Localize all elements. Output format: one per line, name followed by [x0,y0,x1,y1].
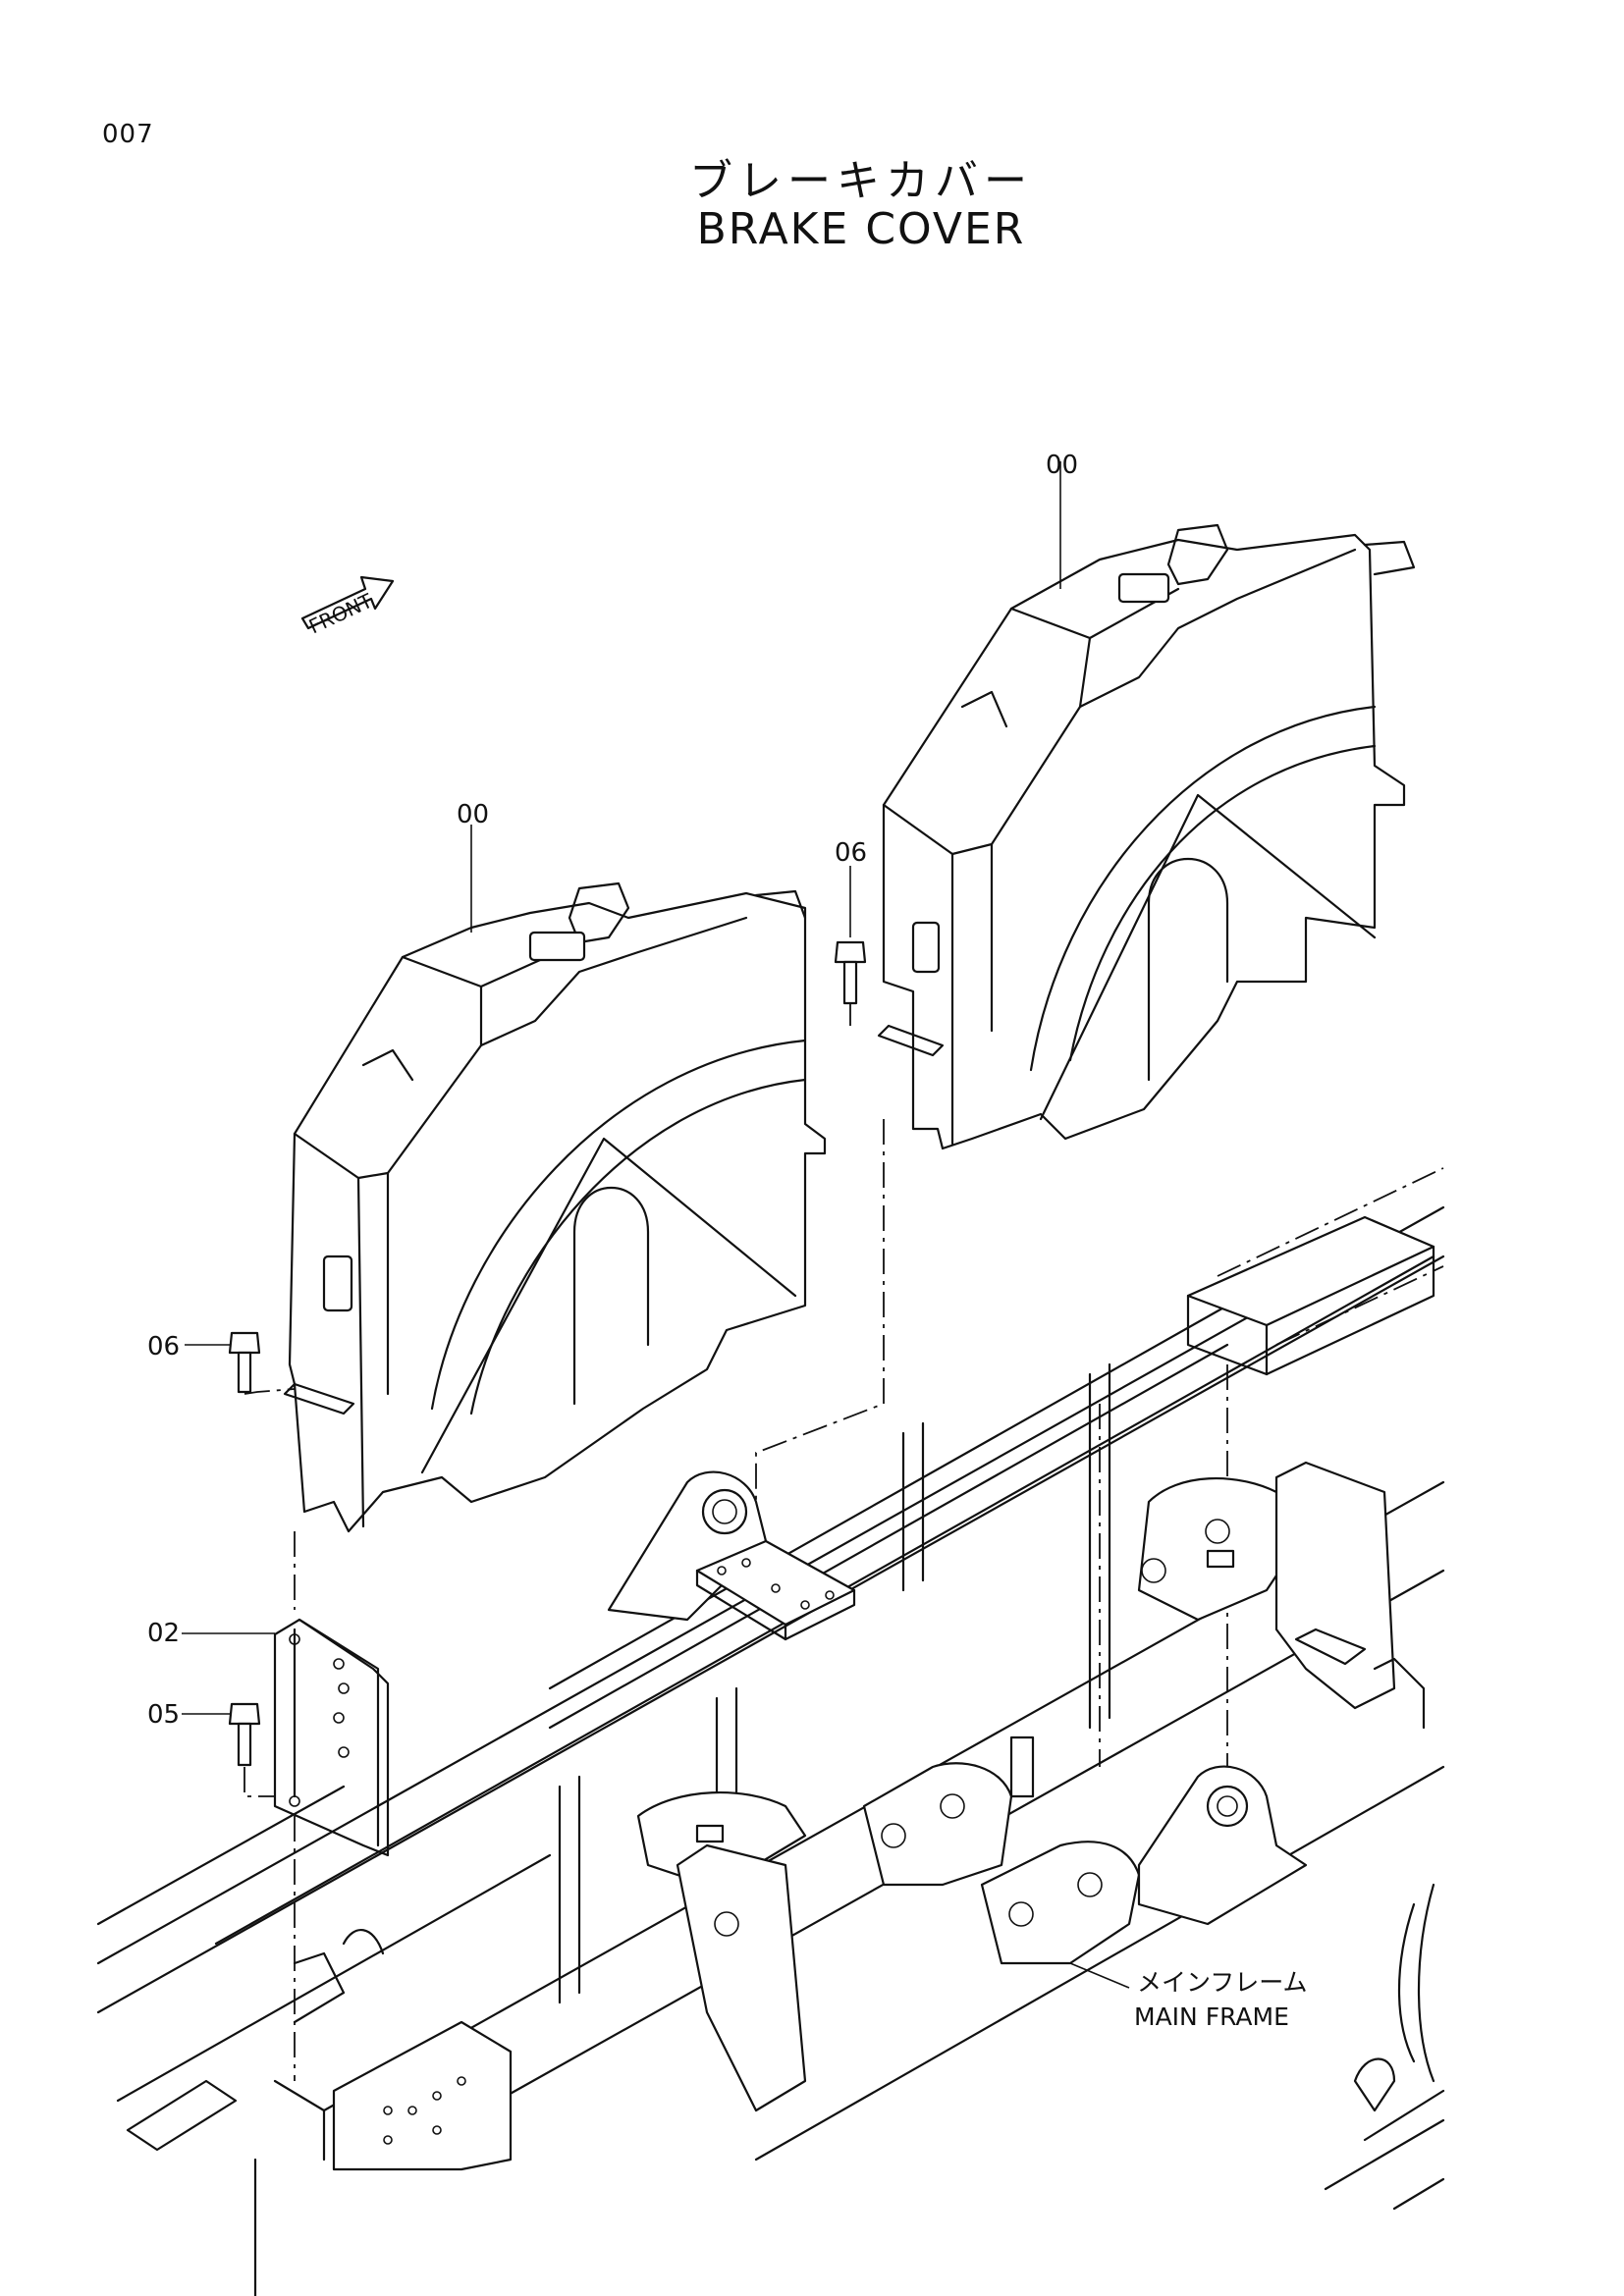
bolt-bracket-icon: 05 [147,1700,275,1797]
callout-bolt-left: 06 [147,1332,180,1362]
callout-cover-right: 00 [1046,451,1078,480]
main-frame [96,1167,1445,2296]
bolt-left-icon: 06 [147,1331,296,1395]
callout-bolt-upper-right: 06 [835,838,867,868]
main-frame-label-en: MAIN FRAME [1134,2002,1289,2031]
brake-cover-right: 00 [877,451,1416,1150]
front-label: FRONT [305,588,377,638]
callout-bolt-bracket: 05 [147,1700,180,1730]
page-number: 007 [102,120,154,149]
bolt-upper-right-icon: 06 [834,838,867,1026]
brake-cover-left: 00 [283,800,827,1533]
main-frame-label-jp: メインフレーム [1137,1968,1308,1997]
bracket: 02 [147,1531,390,2081]
callout-bracket: 02 [147,1619,180,1648]
front-arrow-icon: FRONT [300,575,395,638]
callout-cover-left: 00 [457,800,489,829]
title-english: BRAKE COVER [696,204,1026,254]
title-japanese: ブレーキカバー [689,156,1033,206]
